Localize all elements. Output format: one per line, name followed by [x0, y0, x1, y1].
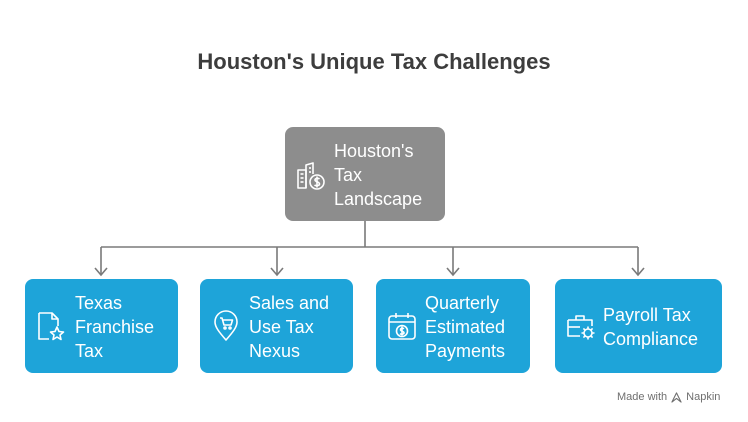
- root-node: Houston's Tax Landscape: [285, 127, 445, 221]
- calendar-dollar-icon: [388, 313, 416, 340]
- child-label: Quarterly Estimated Payments: [425, 293, 506, 361]
- document-star-icon: [38, 312, 65, 341]
- arrowhead-3: [446, 267, 460, 277]
- child-label: Sales and Use Tax Nexus: [249, 293, 330, 361]
- briefcase-gear-icon: [567, 315, 595, 340]
- made-with-text: Made with: [617, 391, 668, 403]
- child-node-payroll-tax: Payroll Tax Compliance: [555, 279, 722, 373]
- child-label: Payroll Tax Compliance: [603, 305, 699, 349]
- arrowhead-4: [631, 267, 645, 277]
- root-label: Houston's Tax Landscape: [334, 139, 422, 211]
- diagram-title: Houston's Unique Tax Challenges: [197, 49, 551, 74]
- arrowhead-1: [94, 267, 108, 277]
- child-node-estimated-payments: Quarterly Estimated Payments: [376, 279, 530, 373]
- brand-text: Napkin: [686, 391, 721, 403]
- napkin-watermark[interactable]: Made with Napkin: [617, 391, 720, 403]
- city-dollar-icon: [297, 162, 325, 190]
- root-line: Landscape: [334, 189, 423, 209]
- child-label: Texas Franchise Tax: [75, 293, 155, 361]
- root-line: Tax: [334, 165, 363, 185]
- child-node-franchise-tax: Texas Franchise Tax: [25, 279, 178, 373]
- root-line: Houston's: [334, 141, 414, 161]
- location-cart-icon: [214, 310, 238, 341]
- child-node-sales-use-tax: Sales and Use Tax Nexus: [200, 279, 353, 373]
- arrowhead-2: [270, 267, 284, 277]
- napkin-logo-icon: [671, 391, 682, 403]
